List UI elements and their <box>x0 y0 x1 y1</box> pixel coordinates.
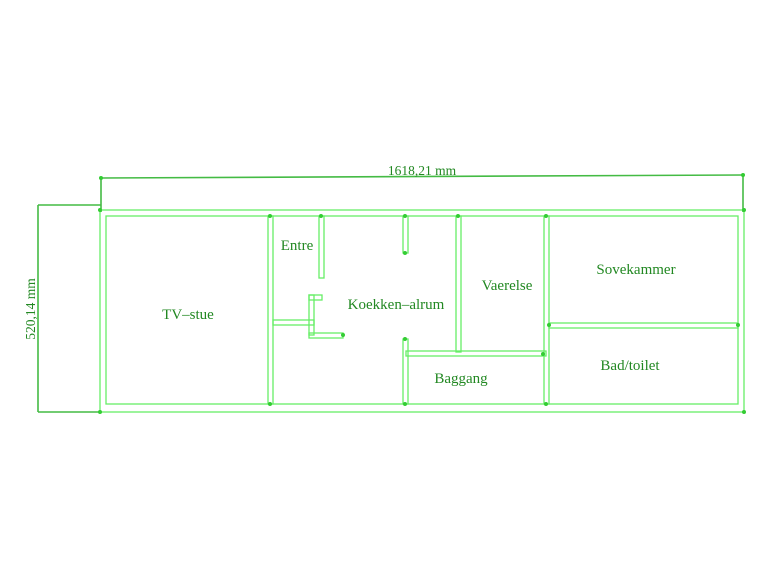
room-label-baggang: Baggang <box>434 371 488 387</box>
room-label-koekken-alrum: Koekken–alrum <box>348 297 445 313</box>
outer-wall-inner <box>105 215 739 405</box>
wall-vaerelse-sovekammer <box>543 215 550 405</box>
junction-node <box>742 410 746 414</box>
junction-node <box>319 214 323 218</box>
junction-node <box>742 208 746 212</box>
wall-kitchen-stub-bottom <box>402 338 409 405</box>
junction-node <box>268 214 272 218</box>
junction-node <box>98 208 102 212</box>
junction-node <box>268 402 272 406</box>
junction-node <box>741 173 745 177</box>
junction-node <box>403 402 407 406</box>
height-dimension-label: 520,14 mm <box>23 278 38 340</box>
junction-node <box>403 214 407 218</box>
wall-kitchen-stub-top <box>402 215 409 254</box>
junction-node <box>456 214 460 218</box>
junction-node <box>403 337 407 341</box>
outer-wall-outer <box>99 209 745 413</box>
junction-node <box>403 251 407 255</box>
wall-sovekammer-bad <box>548 322 739 329</box>
wall-tvstue-entre <box>267 215 274 405</box>
wall-entre-vertical <box>308 294 315 336</box>
wall-entre-horizontal <box>272 319 315 326</box>
junction-node <box>341 333 345 337</box>
junction-node <box>541 352 545 356</box>
dimension-lines: 1618,21 mm 520,14 mm <box>23 163 744 413</box>
width-dimension-label: 1618,21 mm <box>388 163 457 178</box>
wall-entre-corner <box>308 294 323 301</box>
wall-vaerelse-left <box>455 215 462 353</box>
junction-node <box>544 402 548 406</box>
junction-node <box>99 176 103 180</box>
room-label-tv-stue: TV–stue <box>162 307 214 323</box>
room-labels: TV–stue Entre Koekken–alrum Vaerelse Sov… <box>162 238 675 387</box>
wall-junction-nodes <box>98 173 746 414</box>
wall-entre-top <box>318 215 325 279</box>
junction-node <box>736 323 740 327</box>
room-label-sovekammer: Sovekammer <box>596 262 675 278</box>
room-label-vaerelse: Vaerelse <box>482 278 533 294</box>
width-dimension-line <box>100 174 744 179</box>
room-label-bad-toilet: Bad/toilet <box>600 358 660 374</box>
room-label-entre: Entre <box>281 238 314 254</box>
junction-node <box>98 410 102 414</box>
wall-baggang-top <box>405 350 547 357</box>
junction-node <box>547 323 551 327</box>
junction-node <box>544 214 548 218</box>
